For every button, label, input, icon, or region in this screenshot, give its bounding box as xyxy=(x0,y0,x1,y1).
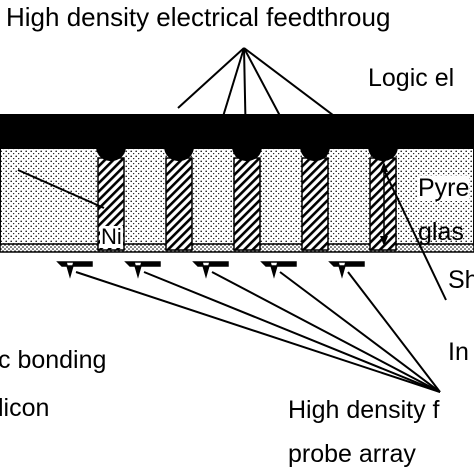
bump-2 xyxy=(164,146,194,161)
bump-3 xyxy=(232,146,262,161)
label-probe-1: High density f xyxy=(288,396,440,424)
feedthrough-4 xyxy=(301,157,329,251)
label-pyrex-1: Pyre xyxy=(418,174,470,202)
bump-1 xyxy=(96,146,126,161)
probe-leaders xyxy=(75,271,441,393)
arrow-down xyxy=(380,236,388,246)
label-feedthrough: High density electrical feedthroug xyxy=(6,2,391,32)
label-anodic-2: licon xyxy=(0,394,50,422)
arrow-up xyxy=(380,162,388,172)
probe-tip-2 xyxy=(124,261,161,279)
label-logic: Logic el xyxy=(368,64,455,92)
shield-leader xyxy=(383,169,447,301)
probe-tip-3 xyxy=(192,261,229,279)
feedthrough-2 xyxy=(165,157,193,251)
feedthrough-5 xyxy=(369,157,397,251)
bump-5 xyxy=(368,146,398,161)
feedthrough-leaders xyxy=(177,47,375,147)
bump-4 xyxy=(300,146,330,161)
probe-tip-1 xyxy=(56,261,93,279)
label-int: In xyxy=(448,338,469,366)
label-sh: Sh xyxy=(448,266,474,294)
solder-bumps xyxy=(96,146,398,161)
label-probe-2: probe array xyxy=(288,440,416,468)
nickel-leader xyxy=(17,169,105,209)
feedthrough-3 xyxy=(233,157,261,251)
probe-tips xyxy=(56,261,365,279)
probe-tip-4 xyxy=(260,261,297,279)
label-nickel: Ni xyxy=(100,224,123,249)
logic-element-bar xyxy=(0,114,474,148)
probe-tip-5 xyxy=(328,261,365,279)
label-pyrex-2: glas xyxy=(418,218,464,246)
label-anodic-1: c bonding xyxy=(0,346,107,374)
